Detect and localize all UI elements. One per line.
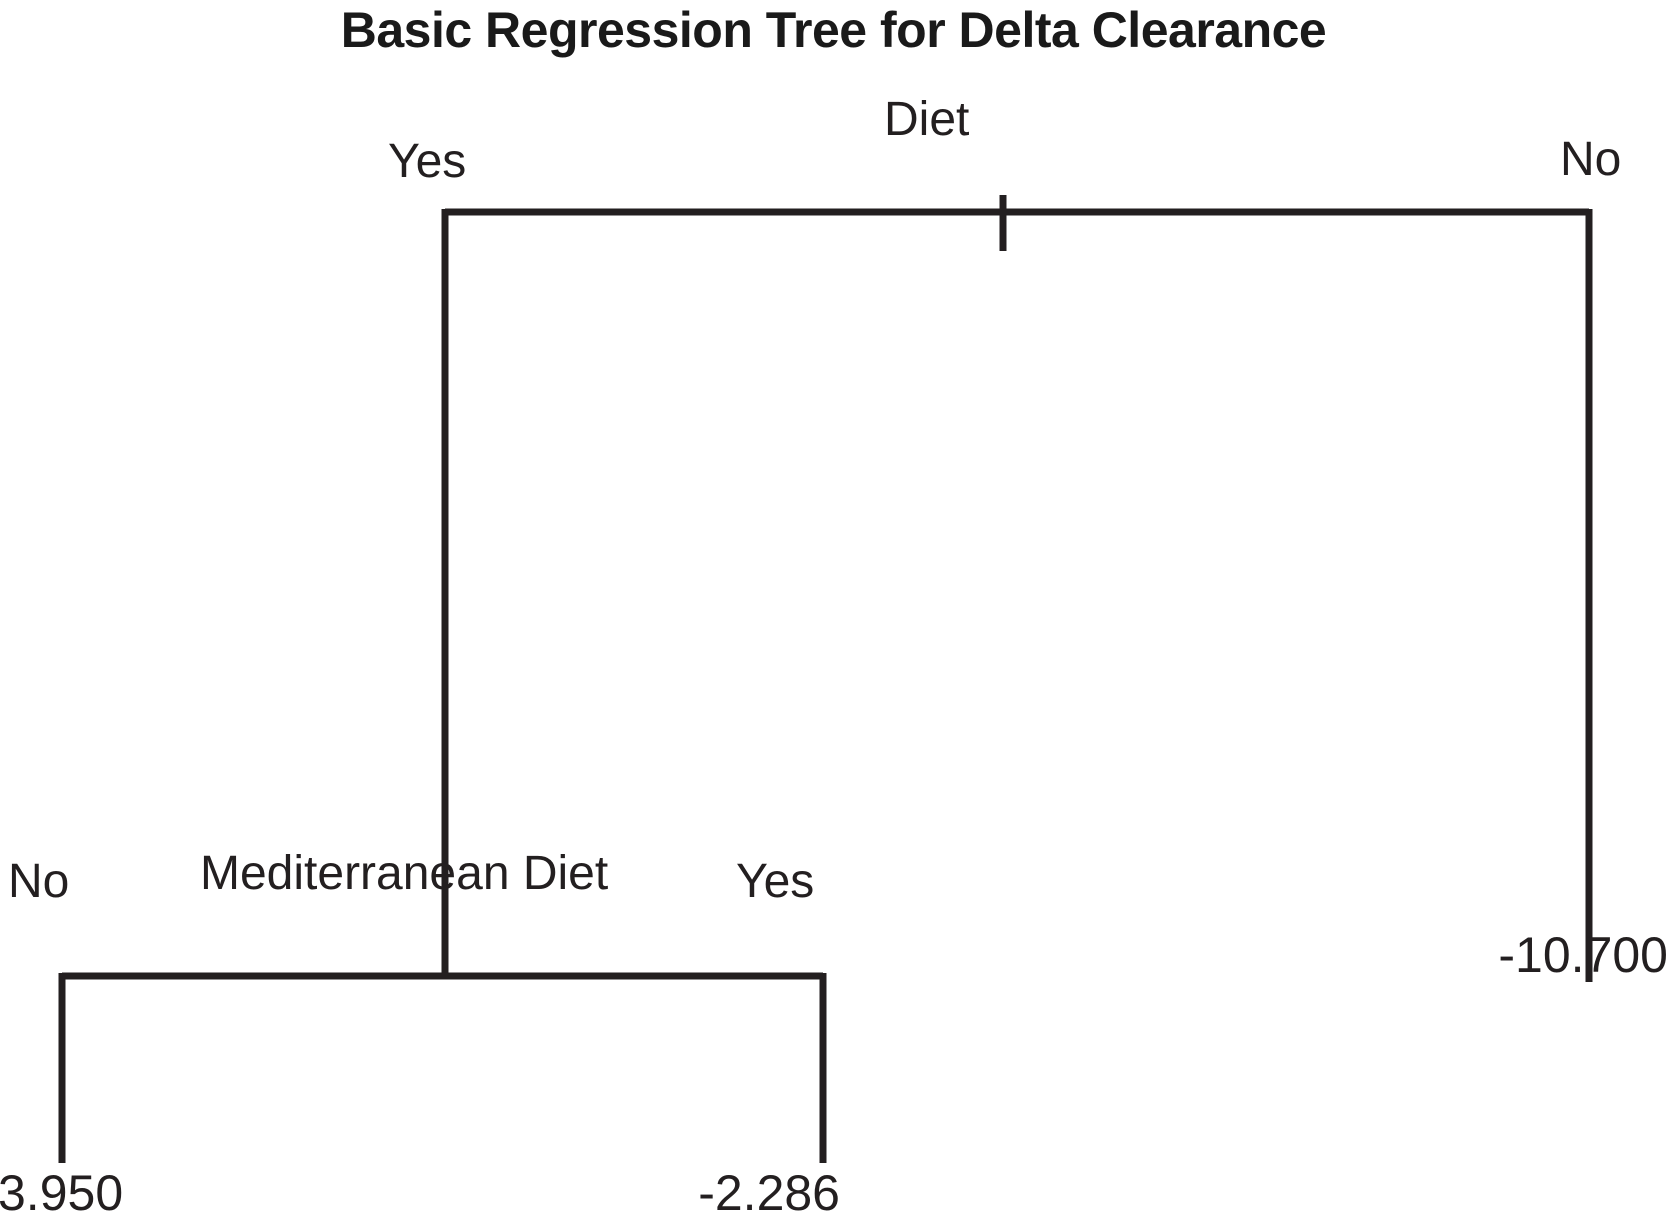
split2-branch-label-no: No (8, 855, 70, 908)
split-label-mediterranean-diet: Mediterranean Diet (200, 847, 609, 900)
leaf-value-right: -10.700 (1498, 927, 1667, 983)
root-branch-label-no: No (1560, 133, 1622, 186)
root-branch-label-yes: Yes (388, 135, 467, 188)
split2-branch-label-yes: Yes (736, 855, 815, 908)
leaf-value-middle: -2.286 (698, 1165, 840, 1221)
page-title: Basic Regression Tree for Delta Clearanc… (340, 2, 1327, 58)
root-split-label: Diet (884, 93, 970, 146)
leaf-value-left: 3.950 (0, 1165, 124, 1221)
